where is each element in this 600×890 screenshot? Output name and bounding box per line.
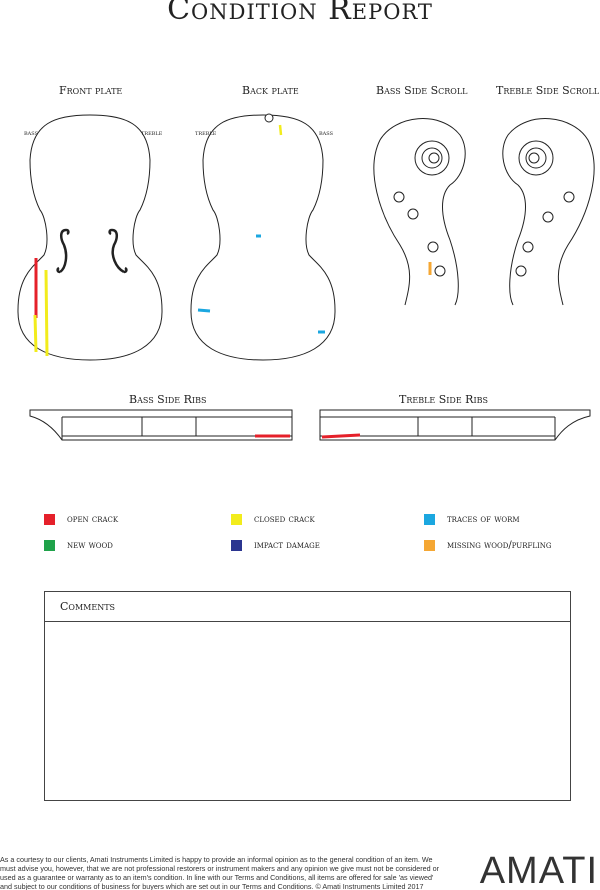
- instrument-diagrams: [17, 113, 595, 441]
- comments-label: Comments: [45, 592, 570, 622]
- swatch-icon: [424, 540, 435, 551]
- back-plate-label: Back plate: [242, 84, 299, 97]
- bass-scroll-label: Bass Side Scroll: [376, 84, 468, 97]
- back-bass-label: bass: [319, 129, 334, 137]
- legend-missing-wood: missing wood/purfling: [424, 540, 551, 551]
- f-hole-left: [56, 228, 70, 274]
- comments-field[interactable]: [45, 622, 570, 799]
- closed-crack-mark: [278, 124, 283, 136]
- comments-box: Comments: [44, 591, 571, 801]
- front-plate-label: Front plate: [59, 84, 123, 97]
- back-plate-outline: [190, 114, 336, 361]
- closed-crack-mark: [44, 269, 49, 357]
- bass-scroll: [373, 118, 466, 306]
- page-title: Condition Report: [167, 0, 433, 27]
- swatch-icon: [231, 540, 242, 551]
- back-button: [264, 113, 274, 123]
- open-crack-mark: [321, 433, 361, 439]
- swatch-icon: [231, 514, 242, 525]
- front-plate-outline: [17, 114, 163, 361]
- treble-scroll-label: Treble Side Scroll: [496, 84, 600, 97]
- treble-scroll: [502, 118, 595, 306]
- worm-mark: [197, 308, 211, 313]
- treble-ribs-label: Treble Side Ribs: [399, 393, 488, 406]
- swatch-icon: [44, 514, 55, 525]
- legend-new-wood: new wood: [44, 540, 113, 551]
- swatch-icon: [424, 514, 435, 525]
- front-treble-label: treble: [141, 129, 163, 137]
- disclaimer: As a courtesy to our clients, Amati Inst…: [0, 855, 440, 890]
- back-treble-label: treble: [195, 129, 217, 137]
- legend-closed-crack: closed crack: [231, 514, 315, 525]
- bass-ribs-label: Bass Side Ribs: [129, 393, 207, 406]
- legend-open-crack: open crack: [44, 514, 118, 525]
- closed-crack-mark: [33, 314, 38, 353]
- front-bass-label: bass: [24, 129, 39, 137]
- swatch-icon: [44, 540, 55, 551]
- bass-ribs: [29, 409, 293, 441]
- treble-ribs: [319, 409, 591, 441]
- legend-impact: impact damage: [231, 540, 320, 551]
- legend-worm: traces of worm: [424, 514, 520, 525]
- amati-logo: AMATI: [479, 850, 598, 890]
- f-hole-right: [108, 228, 128, 274]
